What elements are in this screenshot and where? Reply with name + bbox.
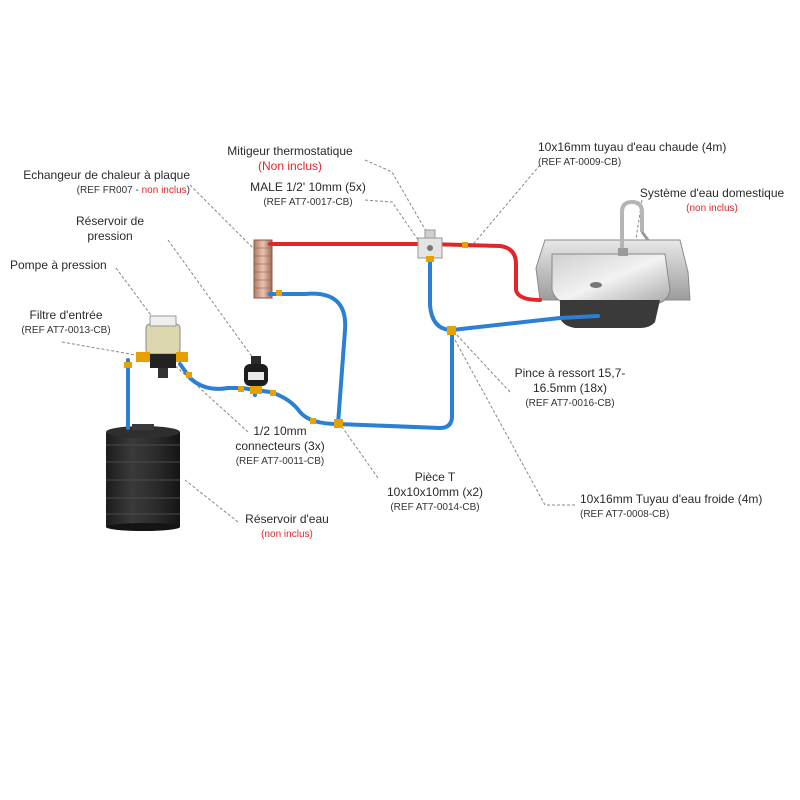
leader-reservoir-pression <box>167 239 259 366</box>
connecteurs-line2: connecteurs (3x) <box>235 439 325 453</box>
cold-water-pipes <box>126 256 600 431</box>
clamp <box>186 372 192 378</box>
pince-line2: 16.5mm (18x) <box>532 381 608 395</box>
leader-echangeur <box>189 184 256 251</box>
male-title: MALE 1/2' 10mm (5x) <box>250 180 366 194</box>
label-mitigeur: Mitigeur thermostatique (Non inclus) <box>210 144 370 174</box>
piece-t-line1: Pièce T <box>414 470 456 484</box>
leader-pince <box>454 332 511 393</box>
reservoir-pression-line2: pression <box>87 229 133 243</box>
echangeur-ref-line: (REF FR007 - non inclus) <box>10 183 190 198</box>
label-systeme: Système d'eau domestique (non inclus) <box>630 186 794 216</box>
echangeur-ref-end: ) <box>186 185 190 196</box>
leader-mitigeur <box>364 159 431 239</box>
heat-exchanger <box>253 239 273 299</box>
thermostatic-mixer <box>417 229 443 259</box>
leader-piece-t <box>339 423 379 479</box>
filtre-title: Filtre d'entrée <box>29 308 103 322</box>
label-filtre: Filtre d'entrée (REF AT7-0013-CB) <box>8 308 124 338</box>
clamp <box>276 290 282 296</box>
label-tuyau-froide: 10x16mm Tuyau d'eau froide (4m) (REF AT7… <box>580 492 762 522</box>
pince-ref: (REF AT7-0016-CB) <box>525 398 615 409</box>
hot-water-pipe <box>268 242 542 302</box>
leader-reservoir-eau <box>184 479 239 523</box>
tuyau-chaude-ref: (REF AT-0009-CB) <box>538 157 622 168</box>
tuyau-froide-ref: (REF AT7-0008-CB) <box>580 509 670 520</box>
pompe-title: Pompe à pression <box>10 258 107 272</box>
reservoir-pression-line1: Réservoir de <box>75 214 145 228</box>
clamp <box>238 386 244 392</box>
tuyau-chaude-title: 10x16mm tuyau d'eau chaude (4m) <box>538 140 727 154</box>
reservoir-eau-title: Réservoir d'eau <box>245 512 329 526</box>
leader-male <box>364 199 426 251</box>
tee-fitting <box>447 326 456 335</box>
male-ref: (REF AT7-0017-CB) <box>263 197 353 208</box>
label-reservoir-pression: Réservoir de pression <box>60 214 160 244</box>
label-connecteurs: 1/2 10mm connecteurs (3x) (REF AT7-0011-… <box>222 424 338 469</box>
leader-lines <box>61 159 643 523</box>
echangeur-ref: (REF FR007 - <box>76 185 142 196</box>
mitigeur-title: Mitigeur thermostatique <box>227 144 353 158</box>
label-piece-t: Pièce T 10x10x10mm (x2) (REF AT7-0014-CB… <box>372 470 498 515</box>
label-male: MALE 1/2' 10mm (5x) (REF AT7-0017-CB) <box>238 180 378 210</box>
echangeur-title: Echangeur de chaleur à plaque <box>23 168 190 182</box>
clamp <box>124 362 132 368</box>
label-pompe: Pompe à pression <box>10 258 107 273</box>
tee-fitting <box>334 419 343 428</box>
mitigeur-note: (Non inclus) <box>257 159 323 173</box>
label-echangeur: Echangeur de chaleur à plaque (REF FR007… <box>10 168 190 198</box>
sink <box>535 199 691 328</box>
clamp <box>426 256 434 262</box>
label-tuyau-chaude: 10x16mm tuyau d'eau chaude (4m) (REF AT-… <box>538 140 726 170</box>
clamp <box>310 418 316 424</box>
tuyau-froide-title: 10x16mm Tuyau d'eau froide (4m) <box>580 492 763 506</box>
clamp <box>462 242 468 248</box>
clamp <box>270 390 276 396</box>
label-pince: Pince à ressort 15,7- 16.5mm (18x) (REF … <box>500 366 640 411</box>
connecteurs-line1: 1/2 10mm <box>253 424 307 438</box>
fittings <box>124 242 468 428</box>
piece-t-line2: 10x10x10mm (x2) <box>386 485 484 499</box>
pince-line1: Pince à ressort 15,7- <box>514 366 626 380</box>
leader-filtre <box>61 341 137 356</box>
pressure-pump <box>136 315 188 378</box>
leader-tuyau-froide <box>454 339 575 506</box>
reservoir-eau-note: (non inclus) <box>261 529 313 540</box>
leader-tuyau-chaude <box>469 164 541 249</box>
pressure-tank <box>244 356 268 394</box>
piece-t-ref: (REF AT7-0014-CB) <box>390 502 480 513</box>
systeme-note: (non inclus) <box>686 203 738 214</box>
echangeur-note: non inclus <box>141 185 187 196</box>
systeme-title: Système d'eau domestique <box>639 186 785 200</box>
filtre-ref: (REF AT7-0013-CB) <box>21 325 111 336</box>
leader-pompe <box>115 267 163 331</box>
label-reservoir-eau: Réservoir d'eau (non inclus) <box>232 512 342 542</box>
water-tank <box>106 424 180 531</box>
connecteurs-ref: (REF AT7-0011-CB) <box>235 456 325 467</box>
